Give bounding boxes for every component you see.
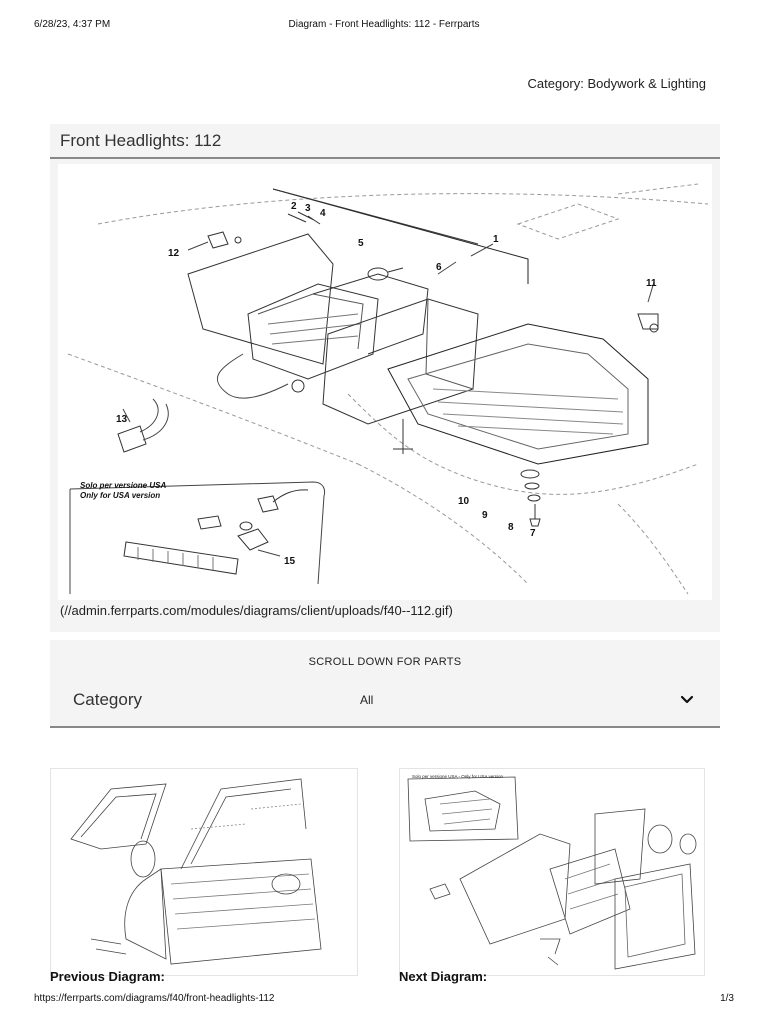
callout-11: 11: [646, 278, 657, 289]
next-diagram-thumbnail[interactable]: Solo per versione USA - Only for USA ver…: [399, 768, 705, 976]
callout-12: 12: [168, 248, 180, 259]
parts-filter-band: SCROLL DOWN FOR PARTS Category All: [50, 640, 720, 728]
divider: [50, 726, 720, 728]
print-header: 6/28/23, 4:37 PM Diagram - Front Headlig…: [0, 0, 768, 40]
callout-7: 7: [530, 528, 536, 539]
callout-1: 1: [493, 234, 499, 245]
diagram-title: Front Headlights: 112: [60, 131, 222, 150]
category-breadcrumb[interactable]: Category: Bodywork & Lighting: [527, 76, 706, 91]
scroll-hint: SCROLL DOWN FOR PARTS: [308, 656, 462, 668]
callout-8: 8: [508, 522, 514, 533]
usa-inset-label-it: Solo per versione USA: [80, 481, 166, 490]
diagram-section: Front Headlights: 112: [50, 124, 720, 632]
chevron-down-icon: [679, 692, 695, 713]
print-datetime: 6/28/23, 4:37 PM: [34, 19, 111, 30]
callout-3: 3: [305, 203, 311, 214]
callout-6: 6: [436, 262, 442, 273]
previous-diagram-thumbnail[interactable]: [50, 768, 358, 976]
callout-13: 13: [116, 414, 128, 425]
previous-diagram-link[interactable]: Previous Diagram:: [50, 969, 165, 984]
diagram-image-link[interactable]: (//admin.ferrparts.com/modules/diagrams/…: [60, 603, 453, 618]
callout-2: 2: [291, 201, 297, 212]
parts-diagram-image[interactable]: 1 2 3 4 5 6 7 8 9 10 11 12 13 15 Solo pe…: [58, 164, 712, 600]
callout-9: 9: [482, 510, 488, 521]
print-page-url: https://ferrparts.com/diagrams/f40/front…: [34, 993, 275, 1004]
category-select-value: All: [360, 693, 374, 707]
next-thumb-inset-label: Solo per versione USA - Only for USA ver…: [412, 774, 504, 779]
print-page-title: Diagram - Front Headlights: 112 - Ferrpa…: [288, 19, 480, 30]
print-footer: https://ferrparts.com/diagrams/f40/front…: [0, 993, 768, 1013]
callout-15: 15: [284, 556, 296, 567]
usa-inset-label-en: Only for USA version: [80, 491, 160, 500]
callout-10: 10: [458, 496, 470, 507]
callout-5: 5: [358, 238, 364, 249]
print-page-number: 1/3: [720, 993, 734, 1004]
category-select[interactable]: All: [350, 692, 695, 714]
callout-4: 4: [320, 208, 326, 219]
next-diagram-link[interactable]: Next Diagram:: [399, 969, 488, 984]
category-filter-label: Category: [73, 690, 142, 709]
divider: [50, 157, 720, 159]
